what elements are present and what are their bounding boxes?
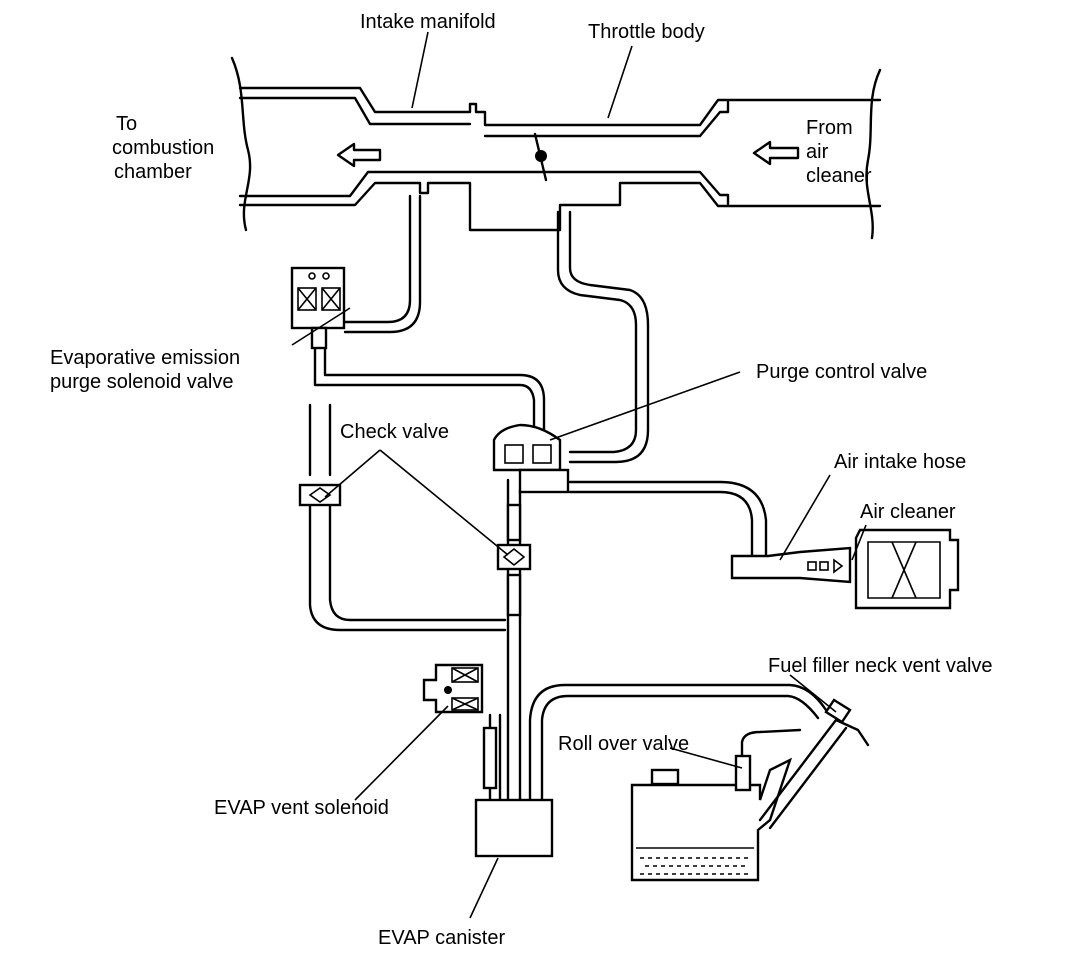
label-from-air-1: From xyxy=(806,117,853,139)
label-air-intake-hose: Air intake hose xyxy=(834,451,966,473)
purge-solenoid-valve xyxy=(290,266,346,350)
label-purge-solenoid-1: Evaporative emission xyxy=(50,347,240,369)
roll-over-valve xyxy=(734,728,802,792)
label-throttle-body: Throttle body xyxy=(588,21,705,43)
air-intake-hose-unit xyxy=(730,546,852,584)
label-evap-canister: EVAP canister xyxy=(378,927,505,949)
fuel-filler-neck xyxy=(758,698,870,830)
label-from-air-2: air xyxy=(806,141,829,163)
intake-duct xyxy=(230,56,882,240)
label-from-air-3: cleaner xyxy=(806,165,872,187)
evap-vent-solenoid xyxy=(422,663,498,790)
label-purge-control-valve: Purge control valve xyxy=(756,361,927,383)
check-valve-right xyxy=(496,503,532,617)
label-purge-solenoid-2: purge solenoid valve xyxy=(50,371,233,393)
leader-lines xyxy=(291,31,867,919)
throttle-plate xyxy=(533,132,548,182)
left-flow-arrow xyxy=(336,142,382,168)
right-flow-arrow xyxy=(752,140,800,166)
air-cleaner-box xyxy=(854,528,960,610)
label-check-valve: Check valve xyxy=(340,421,449,443)
label-air-cleaner: Air cleaner xyxy=(860,501,956,523)
fuel-tank xyxy=(630,757,793,882)
purge-control-valve xyxy=(492,423,570,494)
label-evap-vent-solenoid: EVAP vent solenoid xyxy=(214,797,389,819)
label-fuel-filler-vent: Fuel filler neck vent valve xyxy=(768,655,993,677)
label-intake-manifold: Intake manifold xyxy=(360,11,496,33)
label-to-combustion-1: To xyxy=(116,113,137,135)
label-to-combustion-2: combustion xyxy=(112,137,214,159)
label-roll-over-valve: Roll over valve xyxy=(558,733,689,755)
hoses xyxy=(308,194,828,802)
evap-canister xyxy=(474,798,554,858)
check-valve-left xyxy=(298,483,342,507)
label-to-combustion-3: chamber xyxy=(114,161,192,183)
